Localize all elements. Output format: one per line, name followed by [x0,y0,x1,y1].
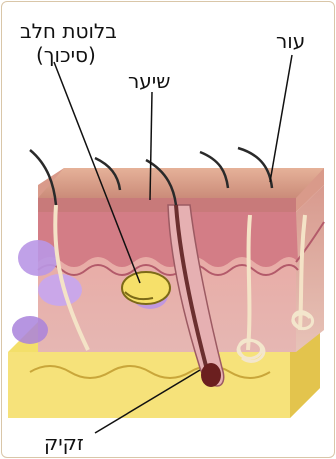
label-sebaceous-gland-line1: בלוטת חלב [20,20,117,42]
label-follicle: זקיק [44,432,84,454]
label-skin: עור [276,30,305,52]
sebaceous-gland [122,272,170,304]
label-hair: שיער [128,70,170,92]
label-sebaceous-gland-line2: (סיכוך) [36,44,96,66]
